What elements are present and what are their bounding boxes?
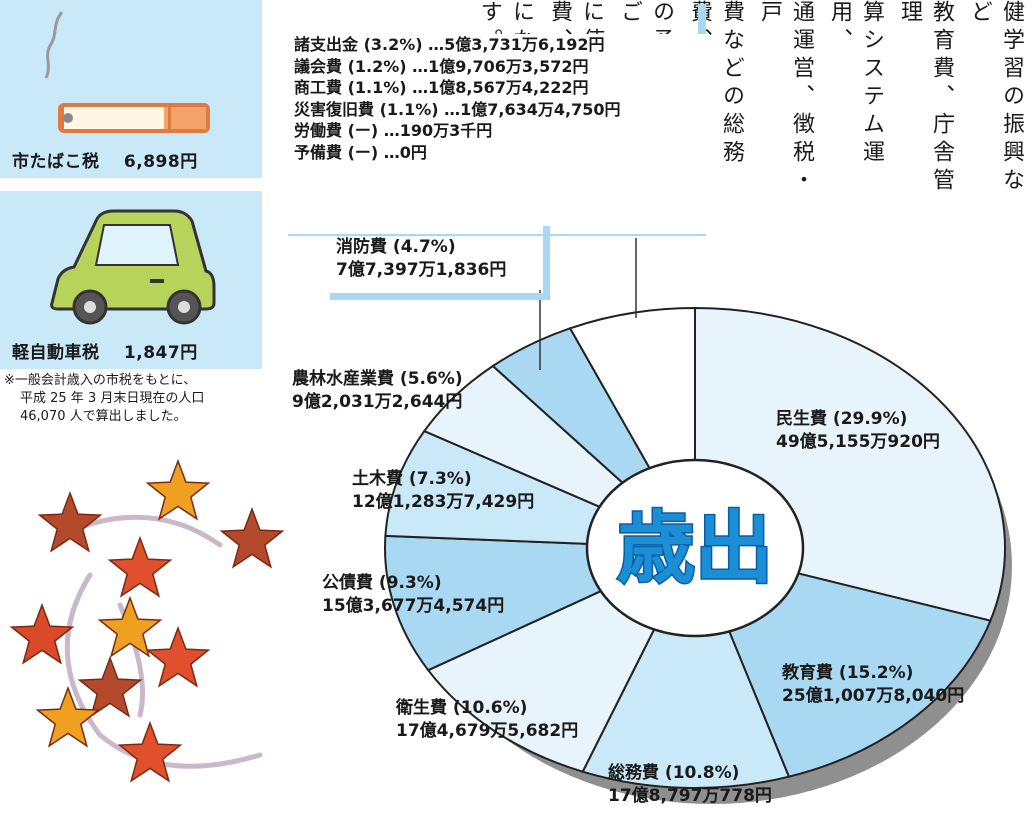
label-kosai: 公債費 (9.3%) 15億3,677万4,574円 xyxy=(322,572,504,618)
maple-leaf-icon xyxy=(9,602,75,665)
label-minsei-value: 49億5,155万920円 xyxy=(776,432,940,452)
maple-leaf-icon xyxy=(77,655,143,718)
maple-leaf-icon xyxy=(97,595,163,658)
tobacco-tax-amount: 6,898円 xyxy=(123,152,198,172)
tobacco-tax-card: 市たばこ税 6,898円 xyxy=(0,0,262,178)
label-somu-name: 総務費 (10.8%) xyxy=(608,763,740,783)
label-shobo: 消防費 (4.7%) 7億7,397万1,836円 xyxy=(336,236,515,282)
label-kosai-value: 15億3,677万4,574円 xyxy=(322,596,505,616)
label-eisei-value: 17億4,679万5,682円 xyxy=(396,721,579,741)
pie-center xyxy=(585,458,805,638)
tobacco-tax-label: 市たばこ税 xyxy=(12,152,100,172)
vertical-text-col: 健学習の振興など xyxy=(967,0,1024,196)
others-list: 諸支出金 (3.2%) …5億3,731万6,192円 議会費 (1.2%) …… xyxy=(288,34,706,234)
footnote: ※一般会計歳入の市税をもとに、 平成 25 年 3 月末日現在の人口 46,07… xyxy=(4,372,276,426)
label-kosai-name: 公債費 (9.3%) xyxy=(322,573,442,593)
footnote-line: 平成 25 年 3 月末日現在の人口 xyxy=(20,391,205,406)
label-kyoiku-name: 教育費 (15.2%) xyxy=(782,663,914,683)
footnote-line: 46,070 人で算出しました。 xyxy=(20,409,187,424)
label-doboku: 土木費 (7.3%) 12億1,283万7,429円 xyxy=(352,468,534,514)
label-kyoiku: 教育費 (15.2%) 25億1,007万8,040円 xyxy=(782,662,964,708)
label-doboku-value: 12億1,283万7,429円 xyxy=(352,492,535,512)
label-eisei: 衛生費 (10.6%) 17億4,679万5,682円 xyxy=(396,697,578,743)
label-eisei-name: 衛生費 (10.6%) xyxy=(396,698,528,718)
maple-leaf-icon xyxy=(117,720,183,783)
others-item: 災害復旧費 (1.1%) …1億7,634万4,750円 xyxy=(294,99,621,119)
label-kyoiku-value: 25億1,007万8,040円 xyxy=(782,686,965,706)
label-shobo-name: 消防費 (4.7%) xyxy=(336,237,456,257)
pie-slice-2 xyxy=(581,545,791,789)
label-norin-name: 農林水産業費 (5.6%) xyxy=(292,369,463,389)
label-doboku-name: 土木費 (7.3%) xyxy=(352,469,472,489)
others-item: 労働費 (ー) …190万3千円 xyxy=(294,121,493,140)
label-somu: 総務費 (10.8%) 17億8,797万778円 xyxy=(608,762,772,808)
maple-leaf-icon xyxy=(35,685,101,748)
vertical-text-col: 算システム運用、 xyxy=(827,0,884,168)
maple-leaf-icon xyxy=(37,490,103,553)
car-tax-label: 軽自動車税 xyxy=(12,343,100,363)
maple-leaf-icon xyxy=(145,625,211,688)
label-norin-value: 9億2,031万2,644円 xyxy=(292,392,463,412)
cigarette-icon xyxy=(44,11,210,133)
shobo-box-accent xyxy=(543,226,550,300)
others-item: 予備費 (ー) …0円 xyxy=(294,142,427,162)
label-minsei: 民生費 (29.9%) 49億5,155万920円 xyxy=(776,408,940,454)
label-norin: 農林水産業費 (5.6%) 9億2,031万2,644円 xyxy=(292,368,463,414)
label-shobo-value: 7億7,397万1,836円 xyxy=(336,260,507,280)
vertical-text-col: 費などの総務費、 xyxy=(687,0,744,168)
label-minsei-name: 民生費 (29.9%) xyxy=(776,409,908,429)
car-tax-card: 軽自動車税 1,847円 xyxy=(0,191,262,369)
vertical-text-col: 通運営、徴税・戸 xyxy=(757,0,814,196)
footnote-line: ※一般会計歳入の市税をもとに、 xyxy=(4,373,197,388)
others-item: 商工費 (1.1%) …1億8,567万4,222円 xyxy=(294,78,589,97)
vertical-text-col: 教育費、庁舎管理 xyxy=(897,0,954,196)
others-item: 諸支出金 (3.2%) …5億3,731万6,192円 xyxy=(294,35,605,54)
car-tax-amount: 1,847円 xyxy=(123,343,198,363)
shobo-box-accent xyxy=(330,293,550,300)
others-item: 議会費 (1.2%) …1億9,706万3,572円 xyxy=(294,56,589,76)
label-somu-value: 17億8,797万778円 xyxy=(608,786,772,806)
center-label: 歳出 xyxy=(617,504,773,594)
maple-leaves-illustration xyxy=(9,458,285,783)
maple-leaf-icon xyxy=(107,535,173,598)
maple-leaf-icon xyxy=(219,506,285,569)
car-icon xyxy=(50,209,216,325)
maple-leaf-icon xyxy=(145,458,211,521)
